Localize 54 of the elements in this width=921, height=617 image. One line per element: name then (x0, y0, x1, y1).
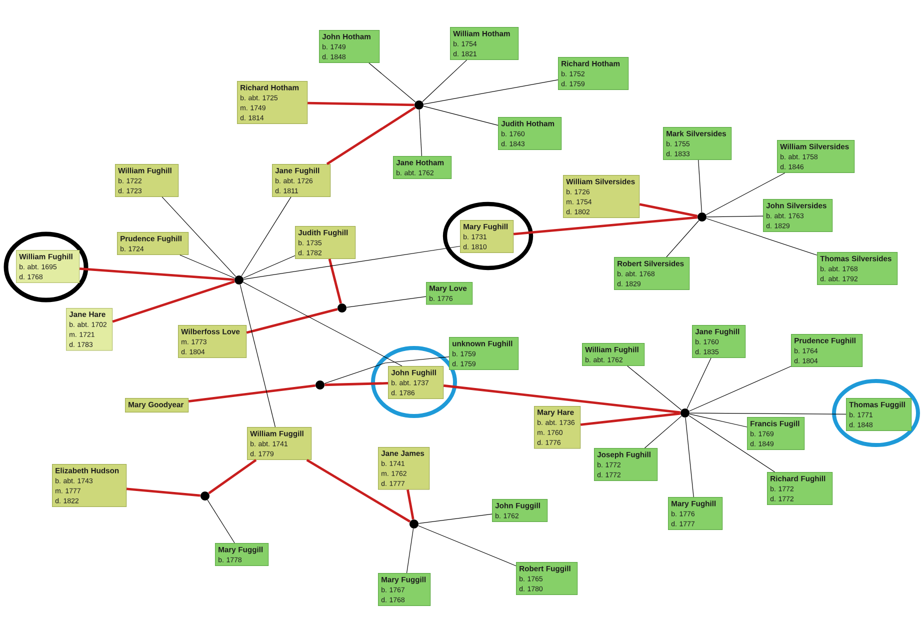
connector-line (368, 62, 416, 102)
connector-line (324, 382, 388, 386)
connector-line (80, 268, 234, 281)
connector-line (627, 366, 682, 410)
connector-line (443, 384, 680, 414)
connector-line (243, 246, 460, 280)
connector-line (423, 106, 498, 126)
family-dot (316, 380, 324, 390)
connector-line (688, 415, 776, 472)
connector-line (308, 102, 414, 106)
connector-line (706, 216, 764, 218)
family-dot (414, 100, 424, 110)
connector-line (241, 196, 292, 276)
connector-line (698, 160, 702, 213)
connector-line (188, 384, 316, 402)
connector-line (644, 416, 682, 448)
connector-line (162, 196, 236, 277)
connector-line (706, 172, 786, 216)
family-dot (698, 212, 706, 222)
connector-line (418, 109, 422, 156)
connector-line (639, 203, 698, 218)
connector-line (328, 258, 342, 304)
connector-line (685, 417, 694, 498)
connector-line (686, 358, 712, 410)
connector-line (346, 296, 426, 308)
connector-line (207, 500, 235, 544)
connector-line (689, 366, 792, 412)
family-dot (234, 276, 244, 284)
connector-line (326, 106, 416, 165)
family-dot (680, 408, 690, 418)
connector-line (112, 280, 235, 323)
connector-line (306, 458, 411, 523)
connector-line (418, 525, 516, 566)
connector-line (240, 284, 276, 428)
connector-line (706, 218, 818, 256)
connector-line (180, 254, 235, 278)
connector-line (422, 60, 468, 102)
connector-line (418, 514, 492, 524)
connector-line (423, 80, 558, 104)
connector-line (208, 458, 257, 494)
connector-line (666, 220, 700, 258)
family-dot (410, 520, 418, 528)
connector-line (514, 216, 698, 236)
connector-line (242, 282, 402, 366)
connector-line (243, 255, 296, 278)
family-dot (200, 492, 210, 500)
connector-line (406, 528, 414, 574)
connector-line (246, 308, 338, 334)
family-dot (338, 304, 346, 312)
connector-line (689, 414, 748, 428)
connector-line (126, 488, 200, 497)
connector-line (406, 489, 414, 520)
connector-line (580, 412, 680, 426)
connector-line (689, 412, 846, 415)
